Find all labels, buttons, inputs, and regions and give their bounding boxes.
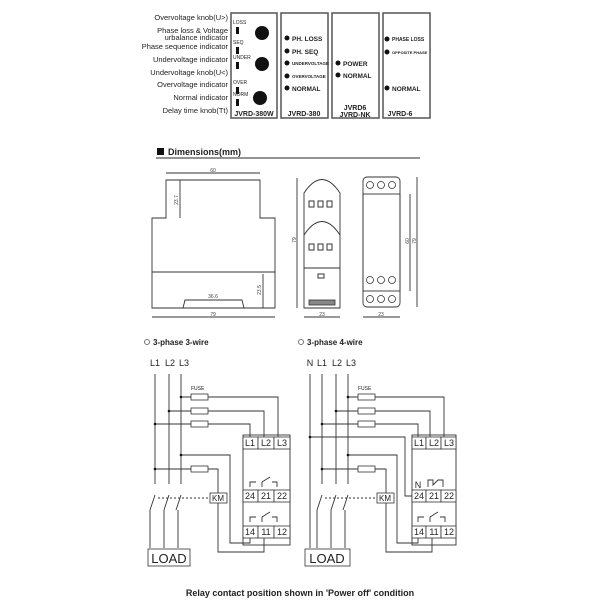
km-label: KM [379, 494, 391, 503]
model-panel-jvrd-6 [382, 12, 431, 119]
fuse-label: FUSE [191, 386, 205, 392]
indicator-label: PH. SEQ [292, 49, 318, 56]
indicator-label: OVERVOLTAGE [292, 74, 326, 79]
indicator [236, 47, 239, 54]
dim-label: 36.6 [208, 294, 218, 300]
model-name: JVRD-6 [388, 111, 413, 118]
model-panel-380 [280, 12, 329, 119]
load-label: LOAD [151, 551, 186, 566]
indicator-label: NORMAL [392, 86, 421, 93]
indicator [236, 87, 239, 94]
label-normal-indicator: Normal indicator [173, 93, 228, 102]
wiring-3phase-3wire: 3-phase 3-wire L1 L2 L3 FUSE [144, 338, 291, 567]
indicator-label: PHASE LOSS [392, 37, 425, 43]
small-label: SEQ [233, 40, 244, 46]
label-overvoltage-indicator: Overvoltage indicator [157, 80, 228, 89]
wiring-title: 3-phase 3-wire [153, 338, 209, 347]
label-undervoltage-indicator: Undervoltage indicator [153, 55, 229, 64]
phase-label: L2 [332, 358, 342, 368]
terminal-label: 22 [444, 491, 454, 501]
terminal-label: L3 [444, 438, 454, 448]
label-unbalance: urbalance indicator [165, 33, 229, 42]
label-phase-loss: Phase loss & Voltage [157, 26, 228, 35]
dim-label: 60 [405, 238, 411, 244]
terminal-label: 24 [414, 491, 424, 501]
footer-note: Relay contact position shown in 'Power o… [186, 588, 414, 598]
indicator [236, 62, 239, 69]
small-label: OVER [233, 80, 248, 86]
indicator [236, 99, 239, 106]
terminal-label: 11 [429, 527, 438, 537]
dim-label: 23 [378, 312, 384, 318]
dimensions-section: Dimensions(mm) 60 23.7 23.5 36.6 79 79 2… [151, 147, 420, 318]
indicator [236, 27, 239, 34]
phase-label: L3 [179, 358, 189, 368]
dim-label: 23 [319, 312, 325, 318]
dim-label: 23.7 [174, 195, 180, 205]
dim-label: 79 [412, 238, 418, 244]
model-name: JVRD-380 [288, 111, 321, 118]
label-delay-knob: Delay time knob(Tt) [163, 106, 229, 115]
terminal-label: 12 [444, 527, 454, 537]
terminal-label: 21 [261, 491, 271, 501]
dim-label: 60 [210, 168, 216, 174]
terminal-label: L2 [429, 438, 439, 448]
terminal-label: L3 [277, 438, 287, 448]
indicator-list: PH. LOSS PH. SEQ UNDERVOLTAGE OVERVOLTAG… [284, 35, 329, 93]
phase-label: L2 [165, 358, 175, 368]
indicator-label: POWER [343, 61, 368, 68]
terminal-label: 14 [245, 527, 255, 537]
small-label: UNDER [233, 55, 251, 61]
phase-label: N [307, 358, 314, 368]
model-name: JVRD-NK [339, 112, 370, 119]
undervoltage-knob[interactable] [255, 57, 269, 71]
front-view [151, 179, 276, 309]
dimensions-title: Dimensions(mm) [168, 147, 241, 157]
dim-label: 79 [210, 312, 216, 318]
indicator-label: NORMAL [343, 73, 372, 80]
load-label: LOAD [309, 551, 344, 566]
delay-knob[interactable] [253, 91, 267, 105]
terminal-label: L1 [414, 438, 424, 448]
terminal-label: 12 [277, 527, 287, 537]
terminal-label: 11 [261, 527, 270, 537]
model-panel-jvrd6-nk [331, 12, 380, 119]
terminal-label: 22 [277, 491, 287, 501]
indicator-label: NORMAL [292, 86, 321, 93]
indicator-label: OPPOSITE PHASE [392, 50, 428, 55]
model-name: JVRD6 [344, 105, 367, 112]
terminal-label: L2 [261, 438, 271, 448]
side-view [303, 179, 341, 309]
neutral-label: N [415, 480, 422, 490]
phase-label: L1 [150, 358, 160, 368]
dim-label: 23.5 [257, 285, 263, 295]
bullet-icon [157, 148, 164, 155]
terminal-label: L1 [245, 438, 255, 448]
model-name: JVRD-380W [234, 111, 274, 118]
wiring-3phase-4wire: 3-phase 4-wire N L1 L2 L3 FUSE [298, 338, 457, 567]
km-label: KM [212, 494, 224, 503]
indicator-label: PH. LOSS [292, 36, 323, 43]
small-label: NORM [233, 92, 248, 98]
label-overvoltage-knob: Overvoltage knob(U>) [154, 13, 228, 22]
label-phase-sequence: Phase sequence indicator [142, 42, 229, 51]
terminal-label: 14 [414, 527, 424, 537]
front-panel-section: Overvoltage knob(U>) Phase loss & Voltag… [142, 12, 431, 119]
terminal-label: 21 [429, 491, 439, 501]
dim-label: 79 [292, 237, 298, 243]
phase-label: L1 [317, 358, 327, 368]
indicator-label: UNDERVOLTAGE [292, 61, 329, 66]
fuse-label: FUSE [358, 386, 372, 392]
label-undervoltage-knob: Undervoltage knob(U<) [150, 68, 228, 77]
small-label: LOSS [233, 20, 247, 26]
overvoltage-knob[interactable] [255, 26, 269, 40]
phase-label: L3 [346, 358, 356, 368]
terminal-view [362, 176, 401, 308]
terminal-label: 24 [245, 491, 255, 501]
wiring-title: 3-phase 4-wire [307, 338, 363, 347]
